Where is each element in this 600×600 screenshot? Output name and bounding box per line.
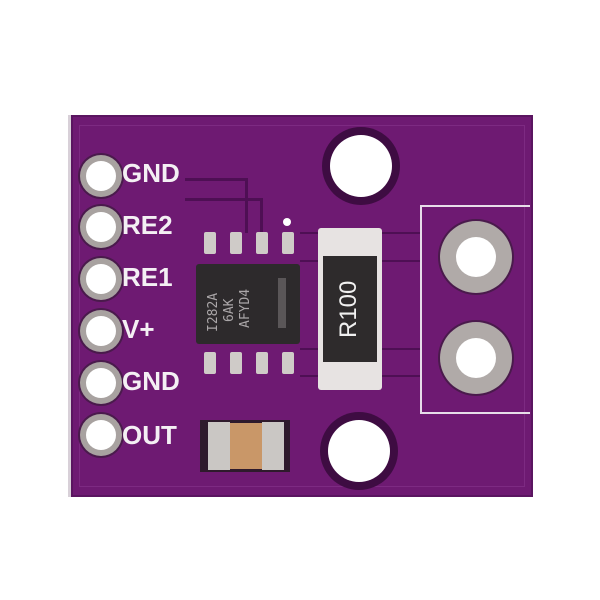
pin-label: RE2 [122,210,173,240]
resistor-marking: R100 [335,280,362,338]
terminal-pad-bottom [456,338,496,378]
pin-label: GND [122,366,180,396]
pin-re2 [86,212,116,242]
pin-out [86,420,116,450]
ic-pin [204,232,216,254]
trace [185,178,245,181]
pin-re1 [86,264,116,294]
mounting-hole-top [330,135,392,197]
ic-marking: I282A [206,292,221,332]
pin-label: RE1 [122,262,173,292]
ic-pin [230,232,242,254]
mounting-hole-bottom [328,420,390,482]
ic-pin [230,352,242,374]
cap-terminal [208,422,230,470]
pin-label: V+ [122,314,155,344]
pin-label: OUT [122,420,177,450]
ic-pin [282,352,294,374]
pin-gnd-1 [86,161,116,191]
pin-vplus [86,316,116,346]
pin1-marker-dot [283,218,291,226]
trace [245,178,248,233]
terminal-pad-top [456,237,496,277]
shunt-resistor: R100 [318,228,382,390]
cap-body [230,423,264,469]
ic-marking: AFYD4 [238,288,253,328]
terminal-outline [420,205,530,414]
ic-pin [256,232,268,254]
resistor-body: R100 [323,256,377,362]
ic-pin [282,232,294,254]
ina-ic-chip: I282A 6AK AFYD4 [196,264,300,344]
cap-terminal [262,422,284,470]
pin-gnd-2 [86,368,116,398]
trace [185,198,260,201]
trace [260,198,263,233]
capacitor [200,420,290,472]
ic-marking: 6AK [222,298,237,322]
board-outline [79,125,525,487]
pin-label: GND [122,158,180,188]
ic-pin [256,352,268,374]
pcb-board [68,115,533,497]
ic-stripe [278,278,286,328]
ic-pin [204,352,216,374]
